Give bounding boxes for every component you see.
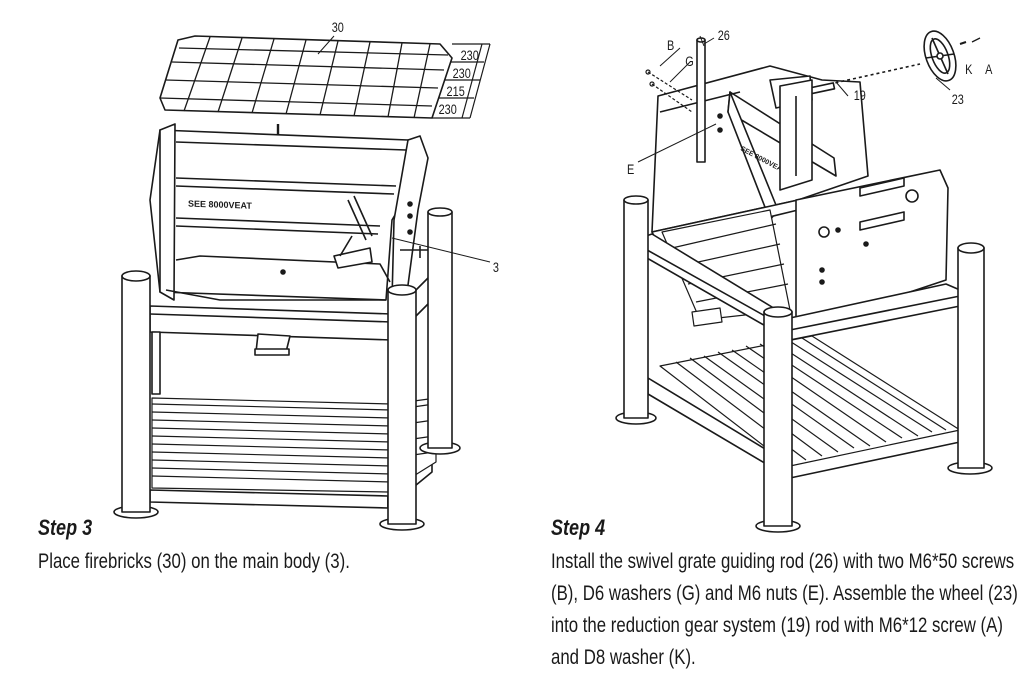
step4-line-3: into the reduction gear system (19) rod … — [551, 614, 1003, 637]
callout-23: 23 — [952, 92, 964, 108]
step4-line-2: (B), D6 washers (G) and M6 nuts (E). Ass… — [551, 582, 1018, 605]
callout-19: 19 — [854, 88, 866, 104]
main-body-open: SEE 8000VEAT — [651, 65, 949, 331]
dim-label-4: 230 — [439, 102, 457, 118]
callout-g: G — [685, 54, 693, 70]
reduction-gear-rod — [779, 63, 921, 191]
legs — [113, 207, 461, 531]
bottom-rack — [151, 397, 437, 493]
step4-instruction: Install the swivel grate guiding rod (26… — [551, 546, 1036, 674]
step3-title: Step 3 — [38, 515, 93, 540]
step3-illustration: SEE 8000VEAT — [113, 20, 499, 531]
firebrick-grid — [159, 36, 449, 119]
callout-e: E — [627, 162, 634, 178]
dim-label-1: 230 — [461, 48, 479, 64]
step3-instruction: Place firebricks (30) on the main body (… — [38, 550, 350, 573]
callout-30: 30 — [332, 20, 344, 36]
wheel-icon — [923, 30, 981, 82]
stand-frame — [639, 233, 961, 479]
dim-label-3: 215 — [447, 84, 465, 100]
legs — [615, 195, 993, 533]
screws-b — [645, 69, 693, 113]
firebrick-panel — [159, 35, 453, 119]
callout-b: B — [667, 38, 674, 54]
step4-line-4: and D8 washer (K). — [551, 646, 696, 669]
step4-illustration: SEE 8000VEAT — [615, 28, 993, 533]
callout-26: 26 — [718, 28, 730, 44]
callout-a: A — [985, 62, 993, 78]
guiding-rod — [696, 35, 706, 163]
dimension-lines — [432, 43, 491, 119]
step4-line-1: Install the swivel grate guiding rod (26… — [551, 550, 1015, 573]
brand-mark: SEE 8000VEAT — [188, 199, 252, 211]
step4-title: Step 4 — [551, 515, 606, 540]
main-body: SEE 8000VEAT — [149, 123, 430, 301]
callout-3: 3 — [493, 260, 499, 276]
callout-k: K — [965, 62, 973, 78]
dim-label-2: 230 — [453, 66, 471, 82]
